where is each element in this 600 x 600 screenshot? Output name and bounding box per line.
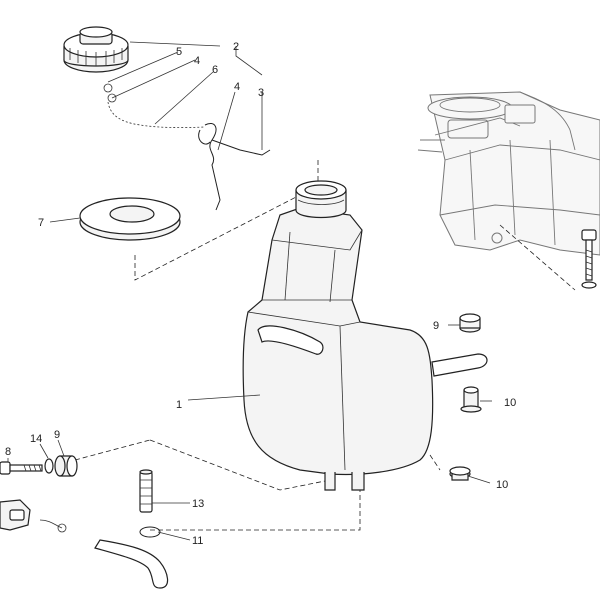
mounting-bolt	[499, 224, 597, 291]
fuel-valve	[0, 499, 67, 533]
grommet-left	[54, 455, 78, 477]
callouts: 1 2 3 4 4 5 6 7 8 9 9 10 10 11 13 14	[5, 41, 516, 547]
callout-9-left: 9	[54, 429, 60, 441]
assembly-lines	[74, 160, 441, 531]
callout-10-lower: 10	[496, 479, 508, 491]
leader-lines	[7, 41, 492, 541]
fuel-tank	[242, 180, 488, 491]
bolt-left	[0, 461, 43, 475]
callout-6: 6	[212, 64, 218, 76]
collar-upper	[460, 386, 482, 413]
callout-5: 5	[176, 46, 182, 58]
fuel-cap	[63, 26, 129, 73]
callout-13: 13	[192, 498, 204, 510]
callout-3: 3	[258, 87, 264, 99]
grommet-right	[459, 313, 481, 333]
callout-14: 14	[30, 433, 42, 445]
callout-11: 11	[192, 535, 203, 547]
cap-chain	[103, 83, 271, 211]
callout-2: 2	[233, 41, 239, 53]
callout-7: 7	[38, 217, 44, 229]
frame-assembly-background	[417, 91, 600, 256]
fuel-filter	[139, 469, 153, 513]
callout-8: 8	[5, 446, 11, 458]
fuel-hose	[94, 539, 169, 589]
washer	[44, 458, 54, 474]
gasket-ring	[79, 197, 181, 241]
callout-1: 1	[176, 399, 182, 411]
callout-4-upper: 4	[194, 55, 200, 67]
collar-lower	[449, 466, 471, 481]
callout-4-lower: 4	[234, 81, 240, 93]
callout-10-upper: 10	[504, 397, 516, 409]
callout-9-right: 9	[433, 320, 439, 332]
hose-clip	[139, 526, 161, 538]
